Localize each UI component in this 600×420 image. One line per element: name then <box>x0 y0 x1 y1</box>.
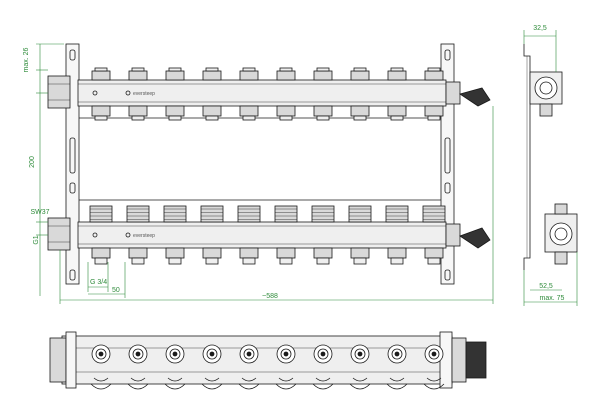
upper-outlet <box>424 67 444 121</box>
front-dimensions <box>36 43 494 304</box>
bottom-outlets <box>90 344 445 390</box>
bottom-outlet <box>386 344 408 390</box>
upper-inlet-nut <box>47 75 71 109</box>
lower-bar-mark <box>92 232 98 238</box>
bottom-outlet <box>238 344 260 390</box>
upper-brand-label: eversteep <box>133 91 155 97</box>
outlet-thread-label: G 3/4 <box>90 279 107 286</box>
lower-brand-logo <box>125 232 131 238</box>
upper-outlet <box>276 67 296 121</box>
upper-outlet <box>91 67 111 121</box>
max-top-label: max. 26 <box>23 47 30 72</box>
bottom-outlet <box>201 344 223 390</box>
upper-outlet <box>313 67 333 121</box>
upper-outlet <box>128 67 148 121</box>
side-bracket <box>523 44 531 270</box>
bottom-outlet <box>164 344 186 390</box>
side-upper-port <box>534 76 558 100</box>
bottom-outlet <box>423 344 445 390</box>
upper-brand-logo <box>125 90 131 96</box>
lower-outlet <box>422 205 446 265</box>
vertical-spacing-label: 200 <box>29 156 36 168</box>
hex-size-label: SW37 <box>30 209 49 216</box>
lower-outlet <box>89 205 113 265</box>
upper-drain-valve <box>459 87 491 107</box>
upper-outlet <box>239 67 259 121</box>
lower-brand-label: eversteep <box>133 233 155 239</box>
lower-drain-valve <box>459 227 491 249</box>
bottom-left-nut <box>49 337 67 383</box>
lower-inlet-nut <box>47 217 71 251</box>
side-bottom-offset-label: 52,5 <box>539 283 553 290</box>
side-top-width-label: 32,5 <box>533 25 547 32</box>
lower-outlet <box>274 205 298 265</box>
lower-outlet <box>237 205 261 265</box>
lower-outlet <box>311 205 335 265</box>
side-dimensions <box>523 30 578 306</box>
bottom-outlet <box>127 344 149 390</box>
upper-outlet <box>350 67 370 121</box>
lower-outlet <box>348 205 372 265</box>
bottom-outlet <box>275 344 297 390</box>
lower-end-fitting <box>445 223 461 247</box>
upper-bar-mark <box>92 90 98 96</box>
front-outlets <box>89 67 446 265</box>
side-lower-port <box>549 222 573 246</box>
upper-outlet <box>387 67 407 121</box>
bottom-view <box>49 331 487 389</box>
inlet-thread-label: G1 <box>33 235 40 244</box>
side-view <box>523 44 578 270</box>
outlet-pitch-label: 50 <box>112 287 120 294</box>
upper-outlet <box>202 67 222 121</box>
lower-outlet <box>126 205 150 265</box>
bracket-holes <box>69 49 451 281</box>
bottom-manifold-body <box>61 335 453 385</box>
bottom-drain-valve <box>465 341 487 379</box>
bottom-outlet <box>90 344 112 390</box>
lower-outlet <box>200 205 224 265</box>
overall-length-label: ~588 <box>262 293 278 300</box>
lower-outlet <box>385 205 409 265</box>
front-view <box>47 43 491 285</box>
lower-outlet <box>163 205 187 265</box>
bottom-outlet <box>349 344 371 390</box>
upper-end-fitting <box>445 81 461 105</box>
upper-manifold-bar <box>77 79 447 107</box>
bottom-outlet <box>312 344 334 390</box>
upper-outlet <box>165 67 185 121</box>
side-max-depth-label: max. 75 <box>540 295 565 302</box>
bottom-right-fitting <box>451 337 467 383</box>
